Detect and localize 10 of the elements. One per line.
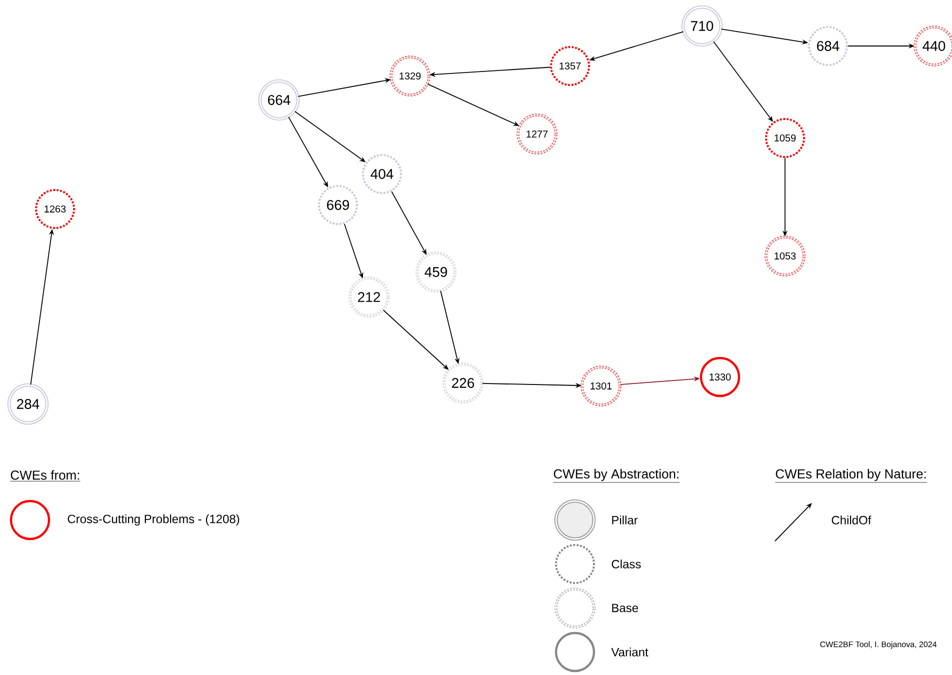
legend-text: Class	[612, 560, 641, 568]
legend-text: Base	[612, 604, 638, 612]
legend-heading: CWEs by Abstraction:	[553, 468, 680, 483]
legend-text: ChildOf	[832, 516, 872, 524]
credit-note: CWE2BF Tool, I. Bojanova, 2024	[820, 641, 937, 649]
legend-text: Cross-Cutting Problems - (1208)	[68, 514, 240, 526]
legend-heading: CWEs Relation by Nature:	[775, 468, 928, 483]
legend-text: Variant	[611, 648, 648, 656]
legend-text: Pillar	[612, 516, 638, 524]
legend-heading: CWEs from:	[10, 470, 80, 482]
